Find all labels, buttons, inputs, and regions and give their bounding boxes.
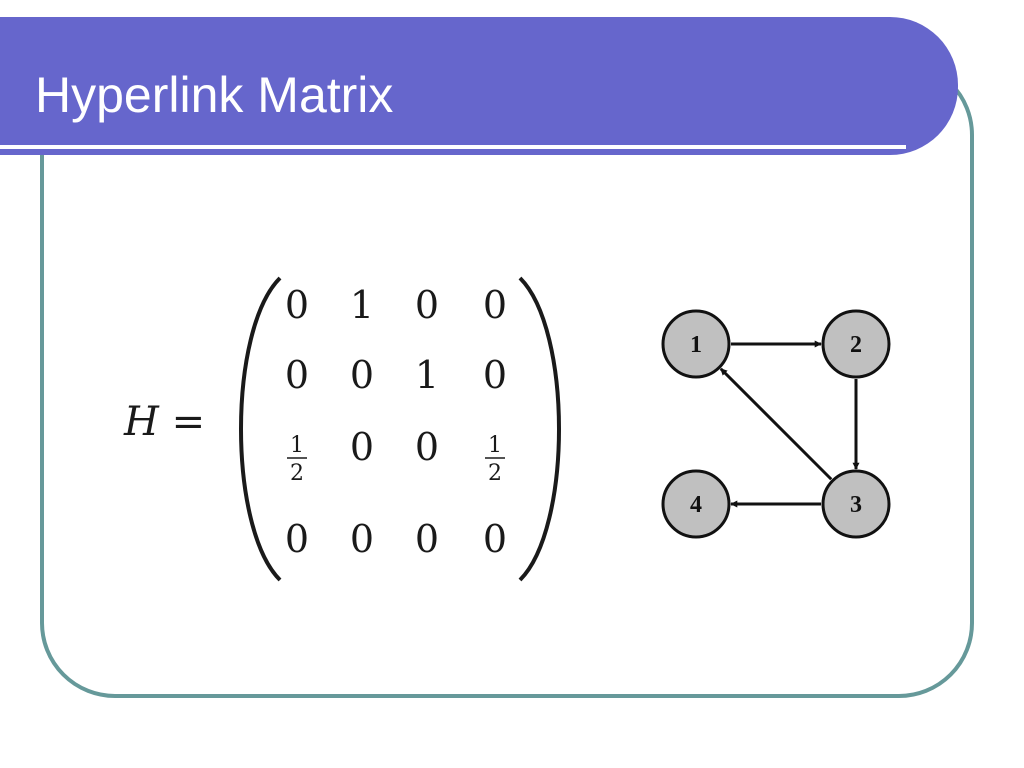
matrix-entry: 0 [415,517,439,561]
matrix-cell: 0 [285,283,309,327]
graph-edges [719,340,860,508]
matrix-cell: 0 [483,517,507,561]
title-underline [0,145,906,149]
matrix-cell: 0 [415,517,439,561]
node-circle [661,309,731,379]
title-bar: Hyperlink Matrix [0,17,958,155]
matrix-entry: 0 [415,425,439,469]
fraction-numerator: 1 [488,433,502,458]
matrix-entry: 0 [350,353,374,397]
node-label: 4 [690,492,702,518]
matrix-cell: 1 [350,283,374,327]
matrix-cell: 0 [415,425,439,469]
matrix-cell: 0 [483,353,507,397]
content-frame [40,60,974,698]
graph-node-1: 1 [661,309,731,379]
matrix-cell: 0 [415,283,439,327]
node-circle [821,469,891,539]
matrix-cell: 0 [285,517,309,561]
fraction-numerator: 1 [290,433,304,458]
matrix-entry: 0 [285,353,309,397]
matrix-entry: 0 [483,283,507,327]
link-graph: 1 2 3 4 [661,309,891,539]
matrix-cell: 0 [285,353,309,397]
matrix-cell: 0 [350,353,374,397]
graph-node-2: 2 [821,309,891,379]
matrix-cell: 0 [350,425,374,469]
node-label: 2 [850,332,862,358]
node-circle [821,309,891,379]
graph-nodes: 1 2 3 4 [661,309,891,539]
matrix-cell: 12 [485,433,505,486]
node-label: 3 [850,492,862,518]
fraction-denominator: 2 [488,461,502,486]
matrix-entry: 0 [350,517,374,561]
node-label: 1 [690,332,702,358]
graph-node-4: 4 [661,469,731,539]
matrix-entry: 0 [350,425,374,469]
right-parenthesis [518,276,561,582]
matrix-entry: 1 [415,353,439,397]
matrix-entry: 0 [483,353,507,397]
equation-lhs: H = [123,399,205,445]
matrix-entry: 1 [350,283,374,327]
matrix-cell: 1 [415,353,439,397]
matrix-cell: 0 [350,517,374,561]
matrix-entry: 0 [285,517,309,561]
matrix-entry: 0 [415,283,439,327]
left-parenthesis [239,276,282,582]
graph-node-3: 3 [821,469,891,539]
matrix-cell: 12 [287,433,307,486]
fraction-denominator: 2 [290,461,304,486]
node-circle [661,469,731,539]
matrix-entry: 0 [483,517,507,561]
matrix-cell: 0 [483,283,507,327]
edge-3-to-1 [719,367,833,481]
matrix-entry: 0 [285,283,309,327]
slide-title: Hyperlink Matrix [35,67,394,123]
